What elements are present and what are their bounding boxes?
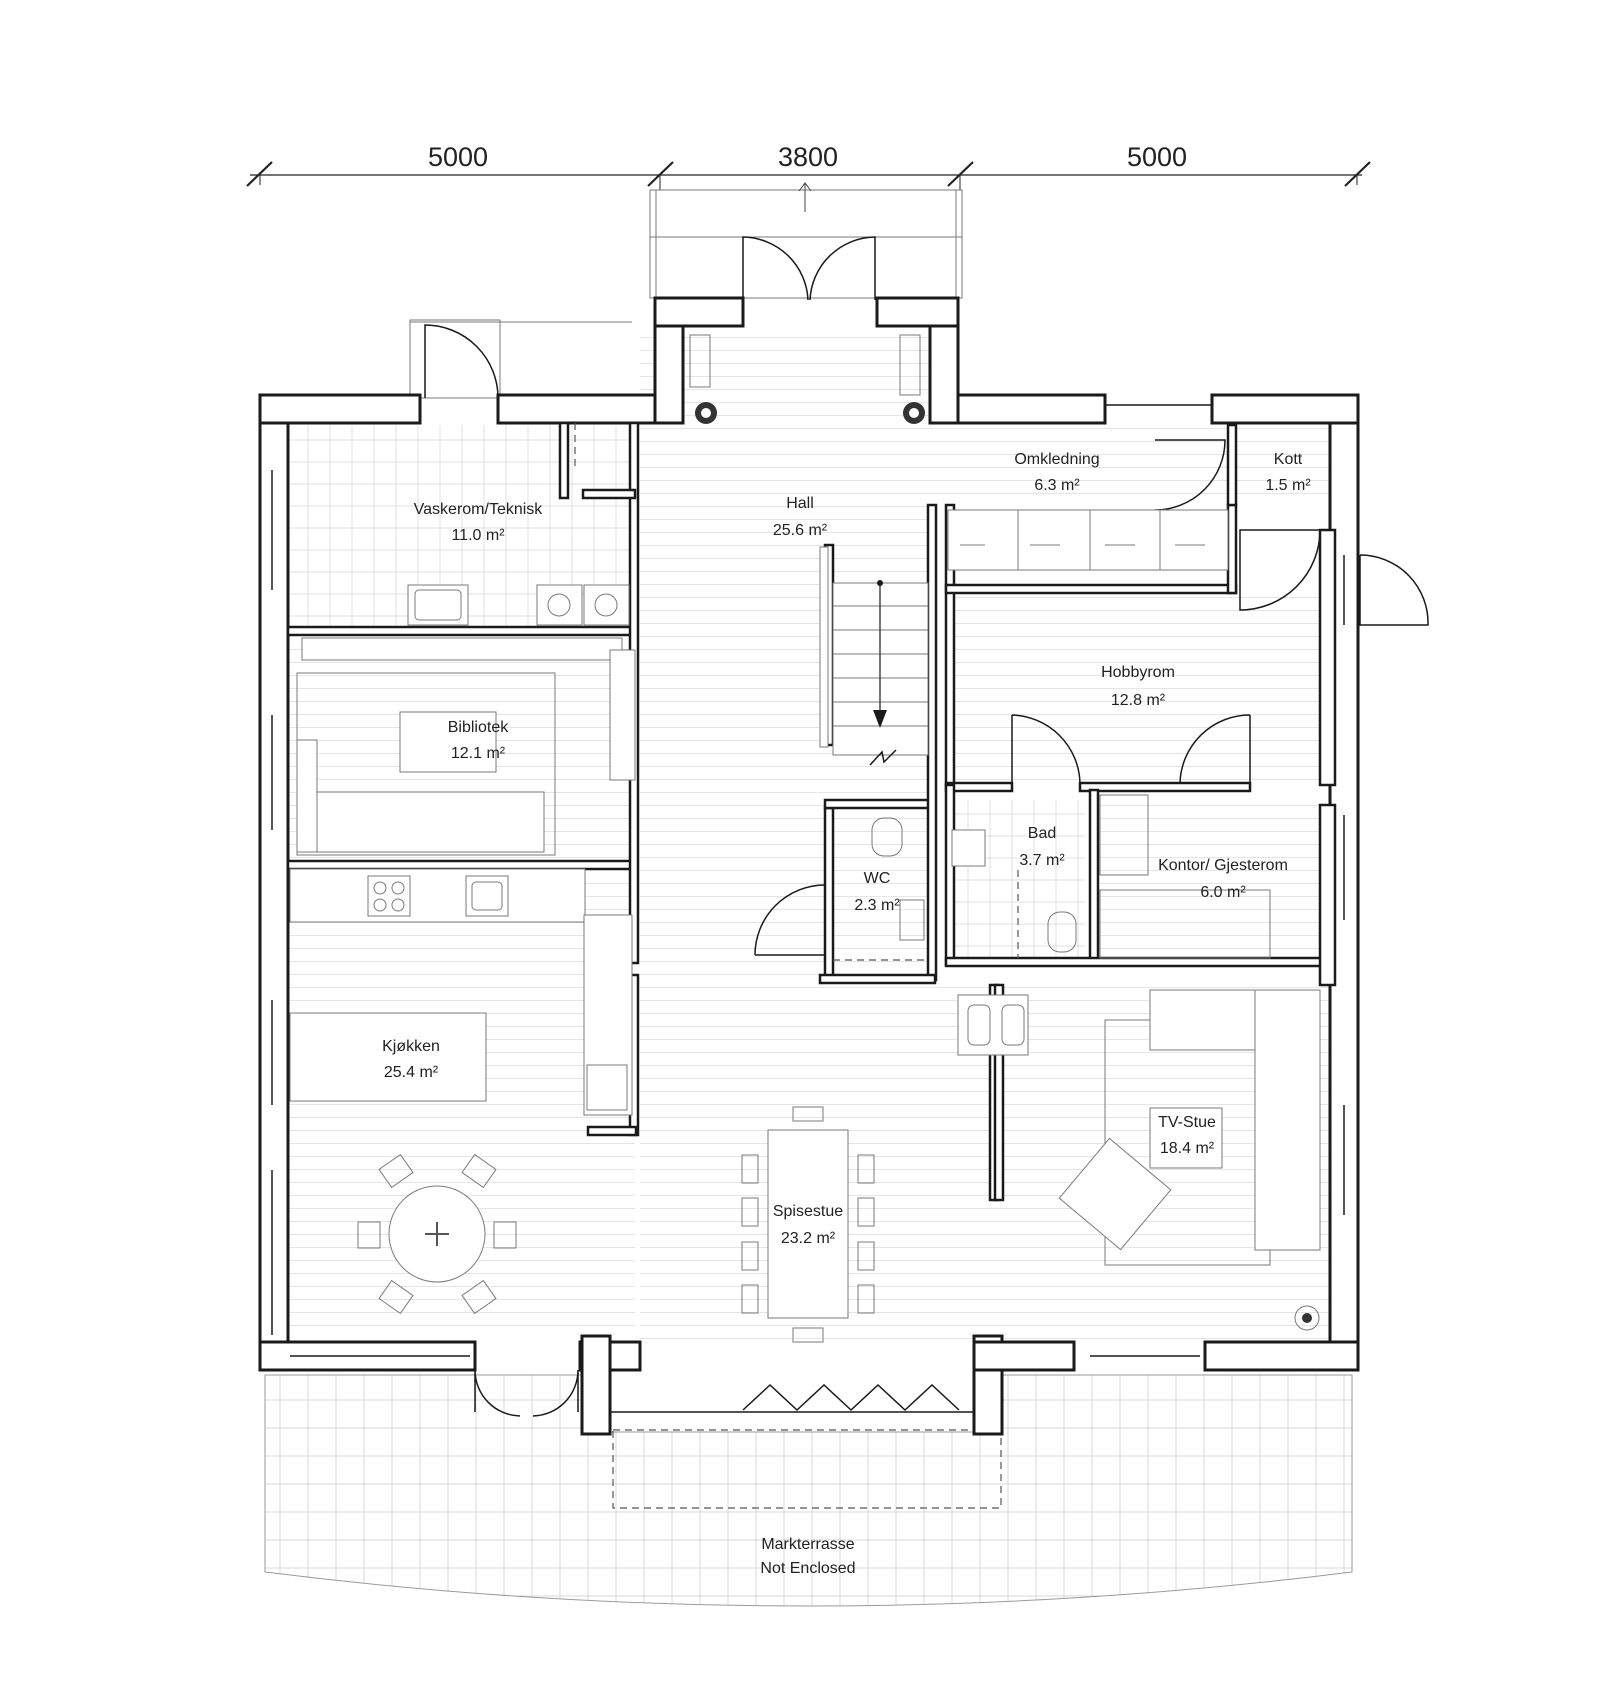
entry-porch <box>649 182 963 299</box>
terrace: Markterrasse Not Enclosed <box>264 1374 1353 1607</box>
dimension-label-left: 5000 <box>428 142 488 172</box>
room-area-tvstue: 18.4 m² <box>1160 1140 1215 1157</box>
room-name-spisestue: Spisestue <box>773 1203 843 1220</box>
staircase <box>819 546 929 766</box>
terrace-outline-dashed <box>612 1429 1002 1509</box>
room-area-kott: 1.5 m² <box>1265 477 1311 494</box>
room-area-kontor: 6.0 m² <box>1200 884 1246 901</box>
kitchen-fixtures <box>289 868 633 1116</box>
room-name-wc: WC <box>864 870 891 887</box>
bathroom-fixtures <box>951 829 1077 958</box>
outer-walls <box>258 296 1360 1436</box>
room-name-kjokken: Kjøkken <box>382 1038 440 1055</box>
dimension-line: 5000 3800 5000 <box>246 142 1371 190</box>
office-furniture <box>1099 794 1271 959</box>
room-area-spisestue: 23.2 m² <box>781 1230 836 1247</box>
room-name-omkledning: Omkledning <box>1014 451 1099 468</box>
room-name-kott: Kott <box>1274 451 1303 468</box>
room-name-hall: Hall <box>786 495 814 512</box>
side-entry <box>409 319 632 399</box>
round-table <box>357 1153 517 1315</box>
door-swings <box>424 236 1429 1417</box>
room-name-vaskerom: Vaskerom/Teknisk <box>414 501 544 518</box>
room-name-kontor: Kontor/ Gjesterom <box>1158 857 1288 874</box>
room-name-bibliotek: Bibliotek <box>448 719 509 736</box>
terrace-note: Not Enclosed <box>760 1560 855 1577</box>
long-table <box>741 1106 875 1343</box>
room-area-bibliotek: 12.1 m² <box>451 745 506 762</box>
dimension-label-middle: 3800 <box>778 142 838 172</box>
tv-lounge-furniture <box>957 989 1321 1331</box>
room-area-wc: 2.3 m² <box>854 897 900 914</box>
room-name-hobbyrom: Hobbyrom <box>1101 664 1175 681</box>
room-area-hall: 25.6 m² <box>773 522 828 539</box>
room-labels: Vaskerom/Teknisk 11.0 m² Bibliotek 12.1 … <box>382 451 1311 1247</box>
room-area-hobbyrom: 12.8 m² <box>1111 692 1166 709</box>
terrace-name: Markterrasse <box>761 1536 854 1553</box>
room-area-omkledning: 6.3 m² <box>1034 477 1080 494</box>
dimension-label-right: 5000 <box>1127 142 1187 172</box>
hall-fixtures <box>689 334 925 424</box>
room-name-tvstue: TV-Stue <box>1158 1114 1216 1131</box>
library-furniture <box>296 637 636 856</box>
laundry-fixtures <box>407 423 630 626</box>
wardrobe <box>947 509 1229 571</box>
wc-fixtures <box>833 817 928 961</box>
room-area-vaskerom: 11.0 m² <box>451 527 505 544</box>
room-area-bad: 3.7 m² <box>1019 852 1065 869</box>
room-name-bad: Bad <box>1028 825 1056 842</box>
room-area-kjokken: 25.4 m² <box>384 1064 439 1081</box>
